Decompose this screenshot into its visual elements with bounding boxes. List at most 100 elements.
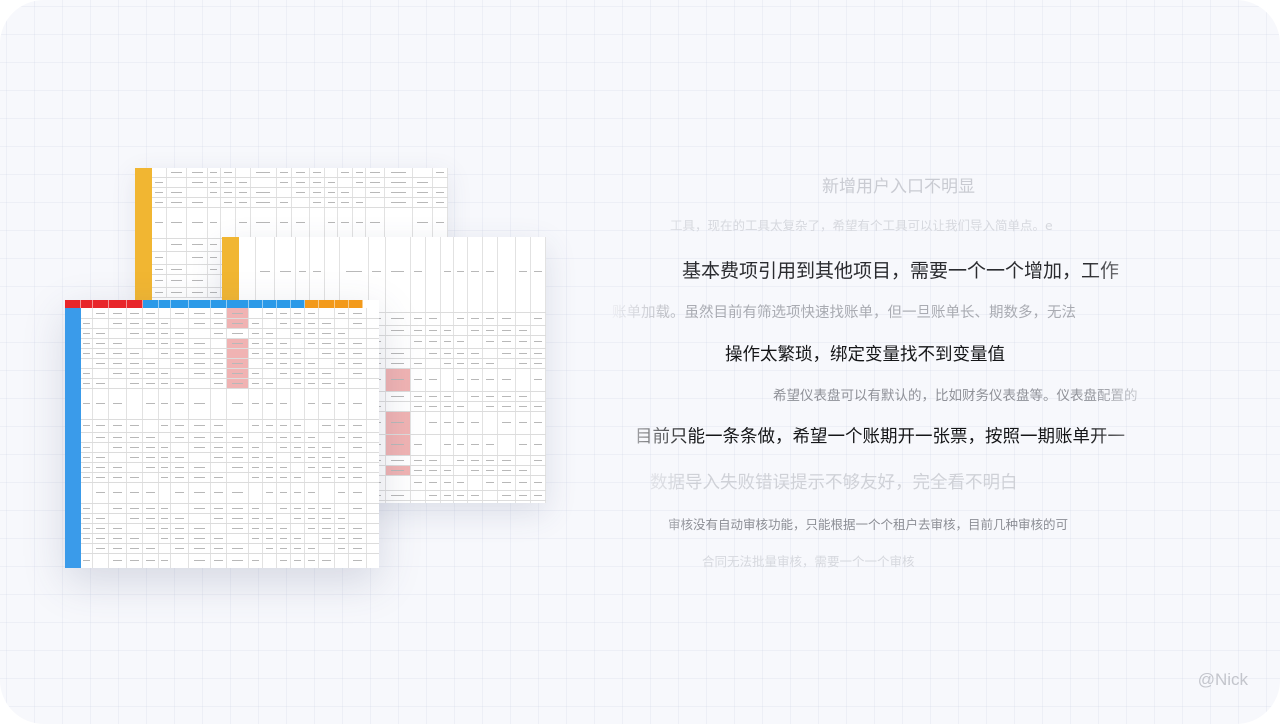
table-cell xyxy=(189,463,211,472)
table-cell xyxy=(483,326,499,335)
table-cell xyxy=(227,379,249,388)
table-cell xyxy=(426,412,442,434)
table-cell xyxy=(386,349,411,358)
table-cell xyxy=(291,554,305,568)
table-cell xyxy=(171,329,189,338)
table-cell xyxy=(386,491,411,500)
table-cell xyxy=(159,463,171,472)
table-cell xyxy=(292,178,311,187)
table-cell xyxy=(263,420,277,432)
table-cell xyxy=(385,369,411,391)
column-header xyxy=(93,300,109,308)
table-cell xyxy=(81,524,93,533)
table-cell xyxy=(441,369,455,391)
table-cell xyxy=(386,313,411,325)
table-cell xyxy=(305,504,319,513)
column-header xyxy=(127,300,143,308)
table-cell xyxy=(109,453,127,462)
table-cell xyxy=(249,308,263,318)
table-cell xyxy=(335,433,349,442)
table-cell xyxy=(291,359,305,368)
table-cell xyxy=(277,504,291,513)
table-cell xyxy=(93,369,109,378)
table-cell xyxy=(143,554,159,568)
table-cell xyxy=(353,178,367,187)
table-cell xyxy=(291,504,305,513)
spreadsheet-screenshot-front xyxy=(65,300,379,568)
table-cell xyxy=(386,359,411,368)
table-cell xyxy=(221,168,236,177)
table-cell xyxy=(385,168,413,177)
table-cell xyxy=(385,178,413,187)
table-cell xyxy=(349,433,367,442)
table-cell xyxy=(441,456,455,465)
table-cell xyxy=(171,554,189,568)
table-cell xyxy=(441,237,455,312)
table-cell xyxy=(335,504,349,513)
table-cell xyxy=(127,359,143,368)
table-cell xyxy=(109,544,127,553)
table-cell xyxy=(291,463,305,472)
table-cell xyxy=(292,168,311,177)
table-cell xyxy=(338,168,354,177)
table-cell xyxy=(143,473,159,482)
table-cell xyxy=(127,420,143,432)
table-cell xyxy=(159,514,171,523)
table-cell xyxy=(426,466,442,475)
table-cell xyxy=(109,483,127,503)
table-cell xyxy=(171,504,189,513)
table-cell xyxy=(335,524,349,533)
table-cell xyxy=(319,349,335,358)
table-cell xyxy=(411,501,426,503)
table-cell xyxy=(483,491,499,500)
table-cell xyxy=(81,359,93,368)
table-cell xyxy=(413,168,434,177)
table-cell xyxy=(349,389,367,419)
table-cell xyxy=(319,319,335,328)
table-cell xyxy=(483,392,499,401)
table-cell xyxy=(249,453,263,462)
table-cell xyxy=(386,501,411,503)
table-cell xyxy=(411,336,426,348)
table-cell xyxy=(277,369,291,378)
table-cell xyxy=(152,168,167,177)
table-cell xyxy=(227,329,249,338)
table-cell xyxy=(325,237,341,312)
table-cell xyxy=(305,369,319,378)
column-header xyxy=(143,300,159,308)
table-cell xyxy=(277,188,292,197)
table-cell xyxy=(143,349,159,358)
table-cell xyxy=(189,389,211,419)
table-cell xyxy=(305,514,319,523)
table-cell xyxy=(291,453,305,462)
table-cell xyxy=(335,349,349,358)
table-cell xyxy=(159,389,171,419)
table-cell xyxy=(319,369,335,378)
table-cell xyxy=(127,544,143,553)
table-cell xyxy=(93,359,109,368)
table-cell xyxy=(349,349,367,358)
table-cell xyxy=(498,336,516,348)
table-cell xyxy=(531,369,546,391)
table-cell xyxy=(385,208,413,238)
table-cell xyxy=(189,514,211,523)
table-cell xyxy=(335,544,349,553)
column-header xyxy=(109,300,127,308)
table-cell xyxy=(468,456,484,465)
table-row xyxy=(152,198,448,208)
table-cell xyxy=(310,208,326,238)
table-cell xyxy=(305,319,319,328)
table-cell xyxy=(171,514,189,523)
table-cell xyxy=(208,265,221,274)
table-cell xyxy=(208,288,221,297)
table-cell xyxy=(93,329,109,338)
table-cell xyxy=(305,433,319,442)
table-cell xyxy=(277,198,292,207)
table-cell xyxy=(366,178,385,187)
table-cell xyxy=(127,433,143,442)
table-cell xyxy=(211,514,227,523)
table-cell xyxy=(93,443,109,452)
table-row xyxy=(239,237,546,313)
table-cell xyxy=(211,389,227,419)
